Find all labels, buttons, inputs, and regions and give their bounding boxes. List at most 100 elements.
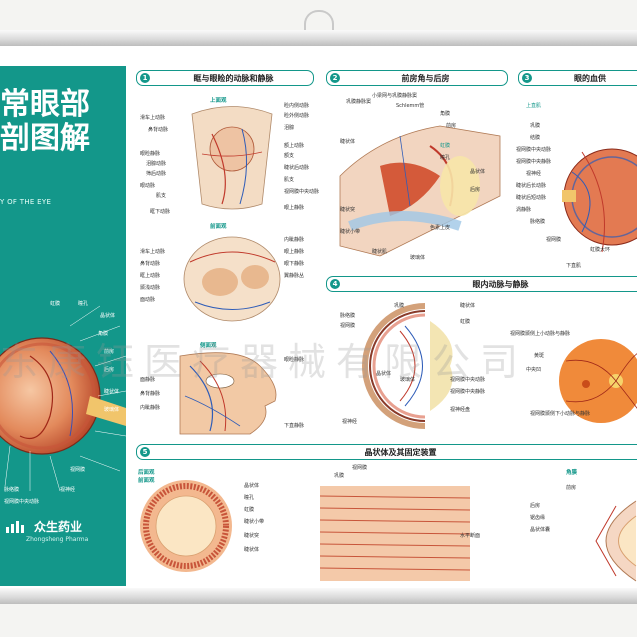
- label: 视网膜颞侧下小动脉与静脉: [530, 411, 591, 417]
- left-label: 视神经: [60, 487, 76, 493]
- label: 下直静脉: [284, 423, 305, 429]
- label: 瞳孔: [244, 495, 255, 501]
- label: 视网膜中央动脉: [450, 377, 486, 383]
- panel-title: 眼的血供: [574, 73, 606, 83]
- label: 肌支: [284, 177, 295, 183]
- label: 后面观: [138, 470, 155, 476]
- label: 后房: [470, 187, 481, 193]
- label: 视网膜颞侧上小动脉与静脉: [510, 331, 571, 337]
- zonule-fibers-illustration: [319, 486, 471, 581]
- fundus-illustration: [559, 339, 637, 423]
- label: 睑外侧动脉: [284, 113, 310, 119]
- label: 睫状后短动脉: [516, 195, 547, 201]
- panel-1-subheading: 侧面观: [200, 343, 217, 349]
- left-label: 后房: [104, 367, 115, 373]
- lens-horizontal-section-illustration: [595, 500, 637, 582]
- label: 眼下静脉: [284, 261, 305, 267]
- brand-en: Zhongsheng Pharma: [26, 536, 89, 543]
- label: 眶下动脉: [150, 209, 171, 215]
- title-line-1: 常眼部: [0, 87, 90, 122]
- orbit-top-view-illustration: [191, 106, 273, 210]
- panel-title: 眶与眼睑的动脉和静脉: [193, 73, 274, 83]
- label: 睫状小带: [340, 229, 361, 235]
- label: 上直肌: [526, 103, 542, 109]
- label: 虹膜: [440, 143, 451, 149]
- label: 脉络膜: [340, 313, 356, 319]
- label: 中央凹: [526, 367, 542, 373]
- panel-number: 1: [140, 73, 150, 83]
- label: 内眦静脉: [140, 405, 161, 411]
- label: 睫状肌: [372, 249, 388, 255]
- lens-anterior-view-illustration: [140, 480, 232, 572]
- label: 视神经: [342, 419, 358, 425]
- panel-number: 4: [330, 279, 340, 289]
- face-side-view-illustration: [179, 352, 277, 435]
- label: 晶状体: [470, 169, 486, 175]
- label: 睫状后动脉: [284, 165, 310, 171]
- label: 视网膜中央动脉: [284, 189, 320, 195]
- label: 下直肌: [566, 263, 582, 269]
- label: 眼上静脉: [284, 249, 305, 255]
- top-rod: [0, 30, 637, 46]
- label: 视网膜中央动脉: [516, 147, 552, 153]
- label: 鼻背动脉: [148, 127, 169, 133]
- label: 前房: [566, 485, 577, 491]
- poster-title: 常眼部 剖图解: [0, 88, 90, 156]
- label: 睫状小带: [244, 519, 265, 525]
- label: 虹膜大环: [590, 247, 611, 253]
- left-label: 前房: [104, 349, 115, 355]
- label: 眶上动脉: [140, 273, 161, 279]
- label: 小梁网与巩膜静脉窦: [372, 93, 418, 99]
- label: 色素上皮: [430, 225, 451, 231]
- label: 虹膜: [244, 507, 255, 513]
- label: 内眦静脉: [284, 237, 305, 243]
- left-label: 视网膜: [70, 467, 86, 473]
- label: 颞浅动脉: [140, 285, 161, 291]
- label: 角膜: [440, 111, 451, 117]
- label: 玻璃体: [410, 255, 426, 261]
- label: 视网膜: [340, 323, 356, 329]
- panel-1-subheading: 上面观: [210, 98, 227, 104]
- label: 睫状体: [460, 303, 476, 309]
- label: 肌支: [156, 193, 167, 199]
- label: 角膜: [566, 470, 578, 476]
- label: 巩膜: [394, 303, 405, 309]
- label: 后房: [530, 503, 541, 509]
- label: 视神经: [526, 171, 542, 177]
- brand-logo: 众生药业: [6, 518, 82, 535]
- label: 视神经盘: [450, 407, 471, 413]
- panel-4-header: 4 眼内动脉与静脉: [326, 276, 637, 292]
- label: 睑内侧动脉: [284, 103, 310, 109]
- brand-cn: 众生药业: [34, 520, 83, 534]
- panel-title: 前房角与后房: [401, 73, 450, 83]
- label: 额支: [284, 153, 295, 159]
- anterior-chamber-illustration: [339, 125, 501, 257]
- label: 晶状体: [376, 371, 392, 377]
- label: 巩膜: [530, 123, 541, 129]
- panel-number: 3: [522, 73, 532, 83]
- label: 额上动脉: [284, 143, 305, 149]
- label: 锯齿缘: [530, 515, 546, 521]
- title-line-2: 剖图解: [0, 121, 90, 156]
- panel-2-header: 2 前房角与后房: [326, 70, 508, 86]
- label: 晶状体: [244, 483, 260, 489]
- left-label: 角膜: [98, 331, 109, 337]
- eye-blood-supply-illustration: [562, 148, 637, 253]
- label: 晶状体囊: [530, 527, 551, 533]
- label: 面动脉: [140, 297, 156, 303]
- label: 视网膜中央静脉: [516, 159, 552, 165]
- label: 视网膜中央静脉: [450, 389, 486, 395]
- brand-mark-icon: [6, 520, 24, 533]
- label: 巩膜静脉窦: [346, 99, 372, 105]
- large-eye-illustration: [0, 305, 127, 492]
- panel-5-header: 5 晶状体及其固定装置: [136, 444, 637, 460]
- left-label: 虹膜: [50, 301, 61, 307]
- label: 结膜: [530, 135, 541, 141]
- label: 眼睑静脉: [140, 151, 161, 157]
- panel-3-header: 3 眼的血供: [518, 70, 637, 86]
- label: 眼睑静脉: [284, 357, 305, 363]
- left-label: 玻璃体: [104, 407, 120, 413]
- label: 面静脉: [140, 377, 156, 383]
- label: 脉络膜: [530, 219, 546, 225]
- panel-1-subheading: 前面观: [210, 224, 227, 230]
